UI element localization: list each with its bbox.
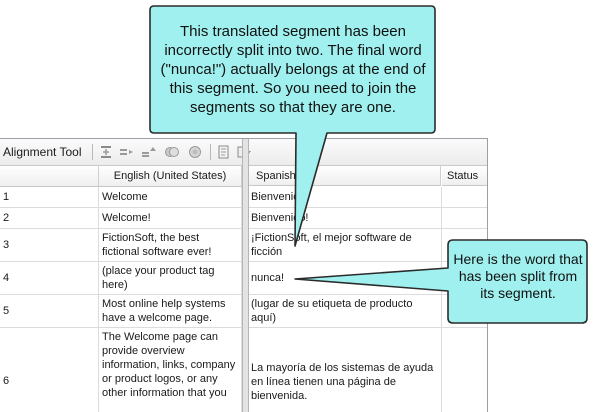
right-callout-bubble — [294, 239, 588, 324]
right-callout-text: Here is the word that has been split fro… — [453, 251, 583, 301]
source-segment[interactable]: Most online help systems have a welcome … — [99, 295, 242, 327]
column-header-source[interactable]: English (United States) — [99, 166, 242, 187]
table-row[interactable]: 6 The Welcome page can provide overview … — [0, 328, 487, 412]
toolbar-separator — [92, 144, 93, 160]
target-segment[interactable]: Bienvenido — [248, 187, 442, 207]
column-header-status[interactable]: Status — [442, 166, 487, 186]
source-segment[interactable]: Welcome! — [99, 208, 242, 228]
row-number: 3 — [0, 229, 99, 261]
row-number: 6 — [0, 328, 99, 412]
move-segment-up-icon[interactable] — [141, 144, 157, 160]
export-icon[interactable] — [216, 144, 232, 160]
top-callout-bubble — [149, 5, 436, 247]
target-segment[interactable]: (lugar de su etiqueta de producto aquí) — [248, 295, 442, 327]
target-segment[interactable]: Bienvenido! — [248, 208, 442, 228]
source-segment[interactable]: FictionSoft, the best fictional software… — [99, 229, 242, 261]
row-number: 4 — [0, 262, 99, 294]
source-segment[interactable]: The Welcome page can provide overview in… — [99, 328, 242, 412]
target-segment[interactable]: La mayoría de los sistemas de ayuda en l… — [248, 328, 442, 412]
column-header-number[interactable] — [0, 166, 99, 187]
tool-title: Alignment Tool — [3, 145, 82, 159]
row-number: 2 — [0, 208, 99, 228]
toggle-unlink-icon[interactable] — [187, 144, 203, 160]
source-segment[interactable]: Welcome — [99, 187, 242, 207]
row-number: 1 — [0, 187, 99, 207]
split-segment-icon[interactable] — [98, 144, 114, 160]
row-number: 5 — [0, 295, 99, 327]
target-segment[interactable]: ¡FictionSoft, el mejor software de ficci… — [248, 229, 442, 261]
source-segment[interactable]: (place your product tag here) — [99, 262, 242, 294]
pane-splitter[interactable] — [242, 139, 249, 412]
join-segments-icon[interactable] — [119, 144, 135, 160]
toggle-link-icon[interactable] — [164, 144, 180, 160]
top-callout-text: This translated segment has been incorre… — [160, 23, 426, 116]
toolbar-separator — [210, 144, 211, 160]
